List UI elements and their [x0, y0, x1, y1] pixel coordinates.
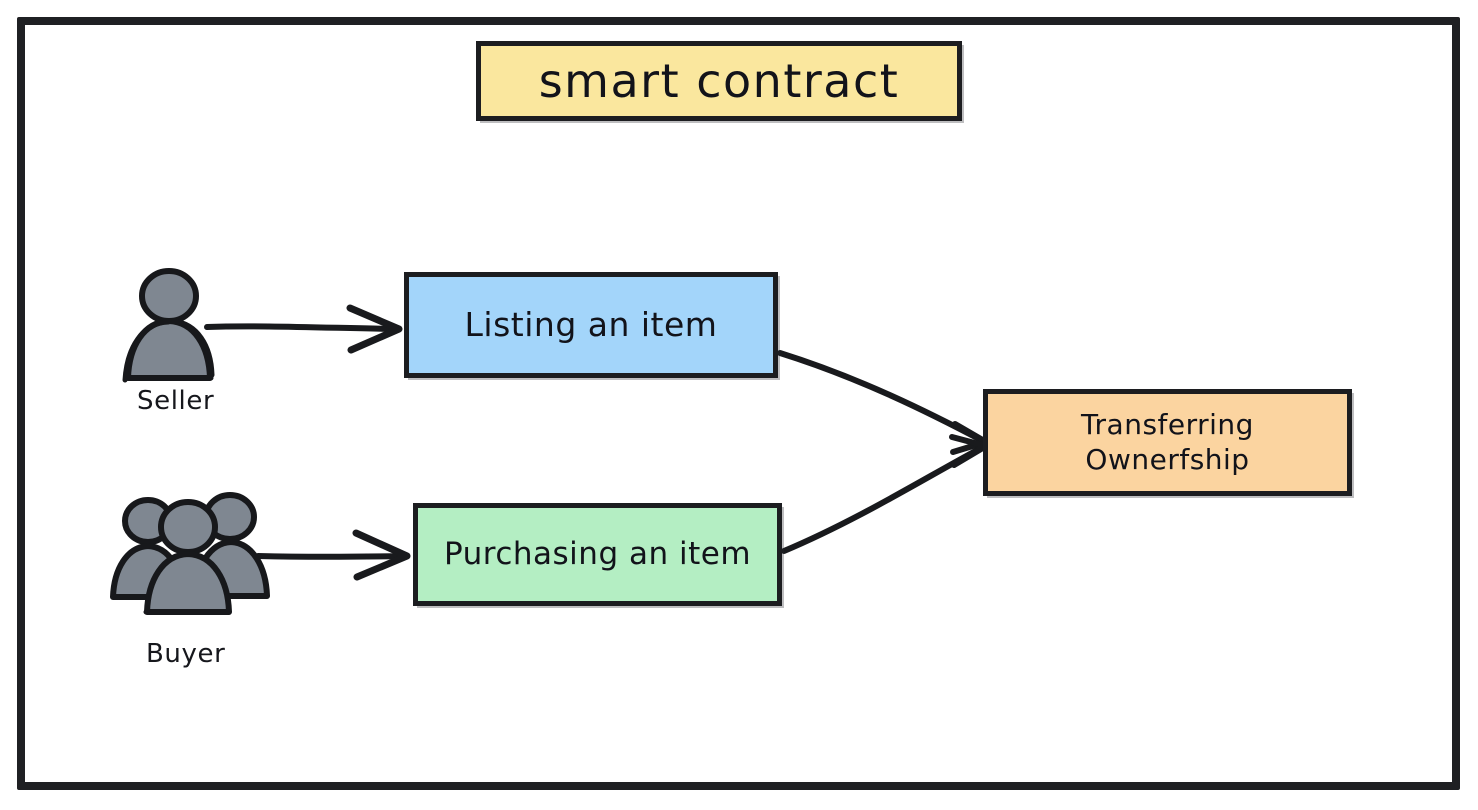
node-transferring-ownership[interactable]: Transferring Ownerfship	[983, 389, 1352, 496]
actor-buyer[interactable]	[105, 484, 310, 684]
actor-seller-caption: Seller	[137, 386, 215, 416]
single-person-icon	[122, 268, 215, 383]
node-purchasing-an-item[interactable]: Purchasing an item	[413, 503, 782, 606]
node-listing-an-item[interactable]: Listing an item	[404, 272, 778, 378]
node-listing-an-item-label: Listing an item	[464, 304, 718, 344]
group-of-people-icon	[110, 492, 270, 615]
actor-seller[interactable]	[112, 262, 302, 427]
node-smart-contract[interactable]: smart contract	[476, 41, 962, 121]
actor-buyer-caption: Buyer	[146, 639, 226, 669]
node-transferring-ownership-label: Transferring Ownerfship	[1081, 408, 1254, 476]
node-smart-contract-label: smart contract	[538, 53, 900, 108]
node-purchasing-an-item-label: Purchasing an item	[443, 535, 752, 572]
diagram-outer-frame	[17, 17, 1460, 790]
